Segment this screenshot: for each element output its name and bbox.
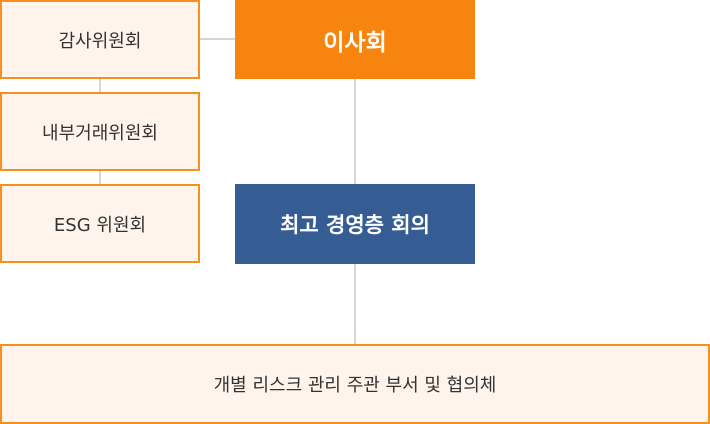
committee-esg-label: ESG 위원회 (53, 214, 147, 236)
board-box: 이사회 (235, 0, 475, 79)
departments-label: 개별 리스크 관리 주관 부서 및 협의체 (213, 375, 497, 396)
executive-meeting-label: 최고 경영층 회의 (280, 213, 430, 237)
committee-audit-label: 감사위원회 (58, 30, 142, 52)
committee-internal-transactions: 내부거래위원회 (0, 92, 200, 171)
connector-committee-to-board (199, 38, 236, 40)
departments-box: 개별 리스크 관리 주관 부서 및 협의체 (0, 344, 710, 424)
executive-meeting-box: 최고 경영층 회의 (235, 184, 475, 264)
committee-audit: 감사위원회 (0, 0, 200, 79)
board-label: 이사회 (323, 29, 387, 56)
committee-esg: ESG 위원회 (0, 184, 200, 263)
connector-board-to-executive (354, 78, 356, 185)
connector-executive-to-departments (354, 263, 356, 345)
committee-internal-transactions-label: 내부거래위원회 (42, 122, 158, 144)
